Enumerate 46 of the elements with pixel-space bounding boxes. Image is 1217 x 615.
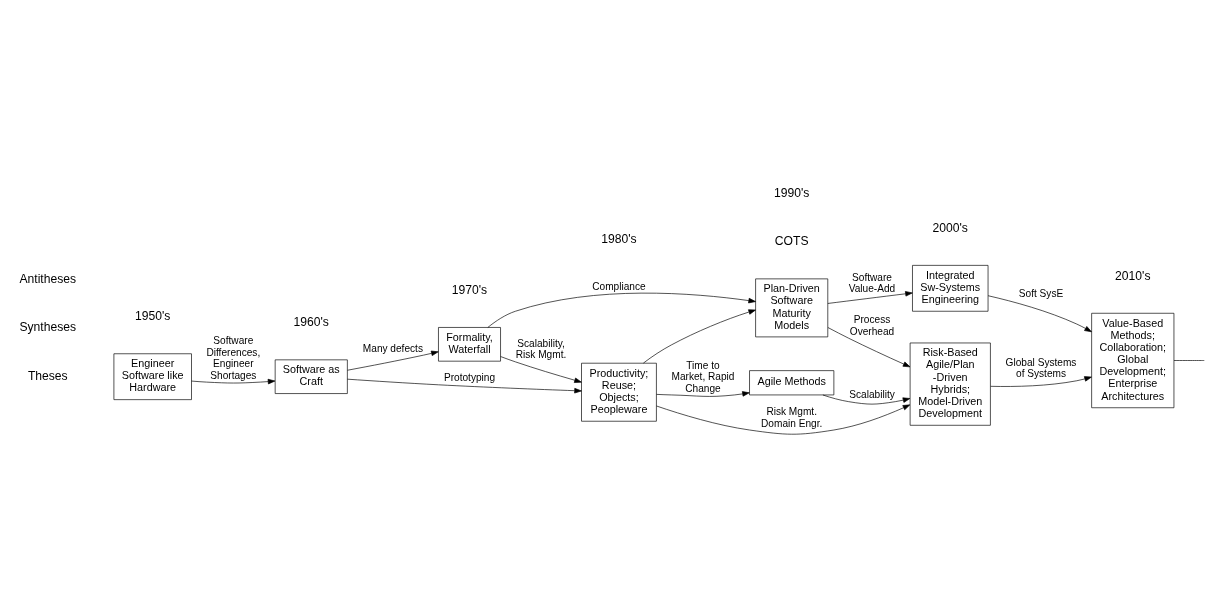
label: Theses	[27, 368, 68, 383]
arrow	[656, 404, 911, 435]
node-box: Agile Methods	[749, 369, 835, 395]
node-box: Software as Craft	[274, 359, 348, 394]
label: COTS	[774, 233, 809, 248]
node-box: Value-Based Methods; Collaboration; Global Development; Enterprise Architectures	[1091, 312, 1175, 408]
label: 1970's	[451, 282, 488, 297]
label: 1960's	[293, 314, 329, 329]
connector	[1173, 359, 1205, 361]
edge-label: Scalability, Risk Mgmt.	[515, 337, 567, 360]
label: 1980's	[601, 231, 637, 246]
label: 2010's	[1115, 268, 1151, 283]
label: 1950's	[135, 308, 171, 323]
edge-label: Soft SysE	[1018, 287, 1064, 299]
node-box: Formality, Waterfall	[438, 326, 501, 361]
node-box: Integrated Sw-Systems Engineering	[912, 264, 989, 312]
edge-label: Software Differences, Engineer Shortages	[206, 334, 261, 381]
arrow	[347, 378, 582, 393]
edge-label: Risk Mgmt. Domain Engr.	[761, 405, 823, 429]
node-box: Risk-Based Agile/Plan -Driven Hybrids; Model-Driven Development	[909, 342, 991, 426]
edge-label: Time to Market, Rapid Change	[671, 359, 735, 394]
arrow	[643, 308, 756, 363]
arrow	[987, 294, 1092, 332]
arrow	[827, 326, 911, 367]
node-box: Productivity; Reuse; Objects; Peopleware	[581, 362, 657, 422]
arrow	[347, 350, 439, 371]
arrow	[191, 378, 276, 384]
arrow	[827, 290, 913, 304]
edge-label: Scalability	[849, 388, 895, 400]
label: 1990's	[774, 185, 810, 200]
node-box: Engineer Software like Hardware	[113, 352, 192, 400]
arrow	[487, 292, 756, 328]
edge-label: Compliance	[592, 280, 646, 292]
label: Antitheses	[19, 271, 77, 286]
label: 2000's	[932, 220, 968, 235]
arrow	[822, 394, 911, 404]
edge-label: Software Value-Add	[848, 271, 896, 294]
edge-label: Global Systems of Systems	[1005, 356, 1077, 379]
edge-label: Prototyping	[443, 371, 496, 383]
arrow	[500, 355, 582, 383]
node-box: Plan-Driven Software Maturity Models	[755, 278, 829, 337]
edge-label: Many defects	[362, 342, 423, 354]
label: Syntheses	[19, 319, 77, 334]
arrow	[656, 390, 750, 397]
edge-label: Process Overhead	[849, 313, 895, 337]
arrow	[990, 375, 1092, 387]
